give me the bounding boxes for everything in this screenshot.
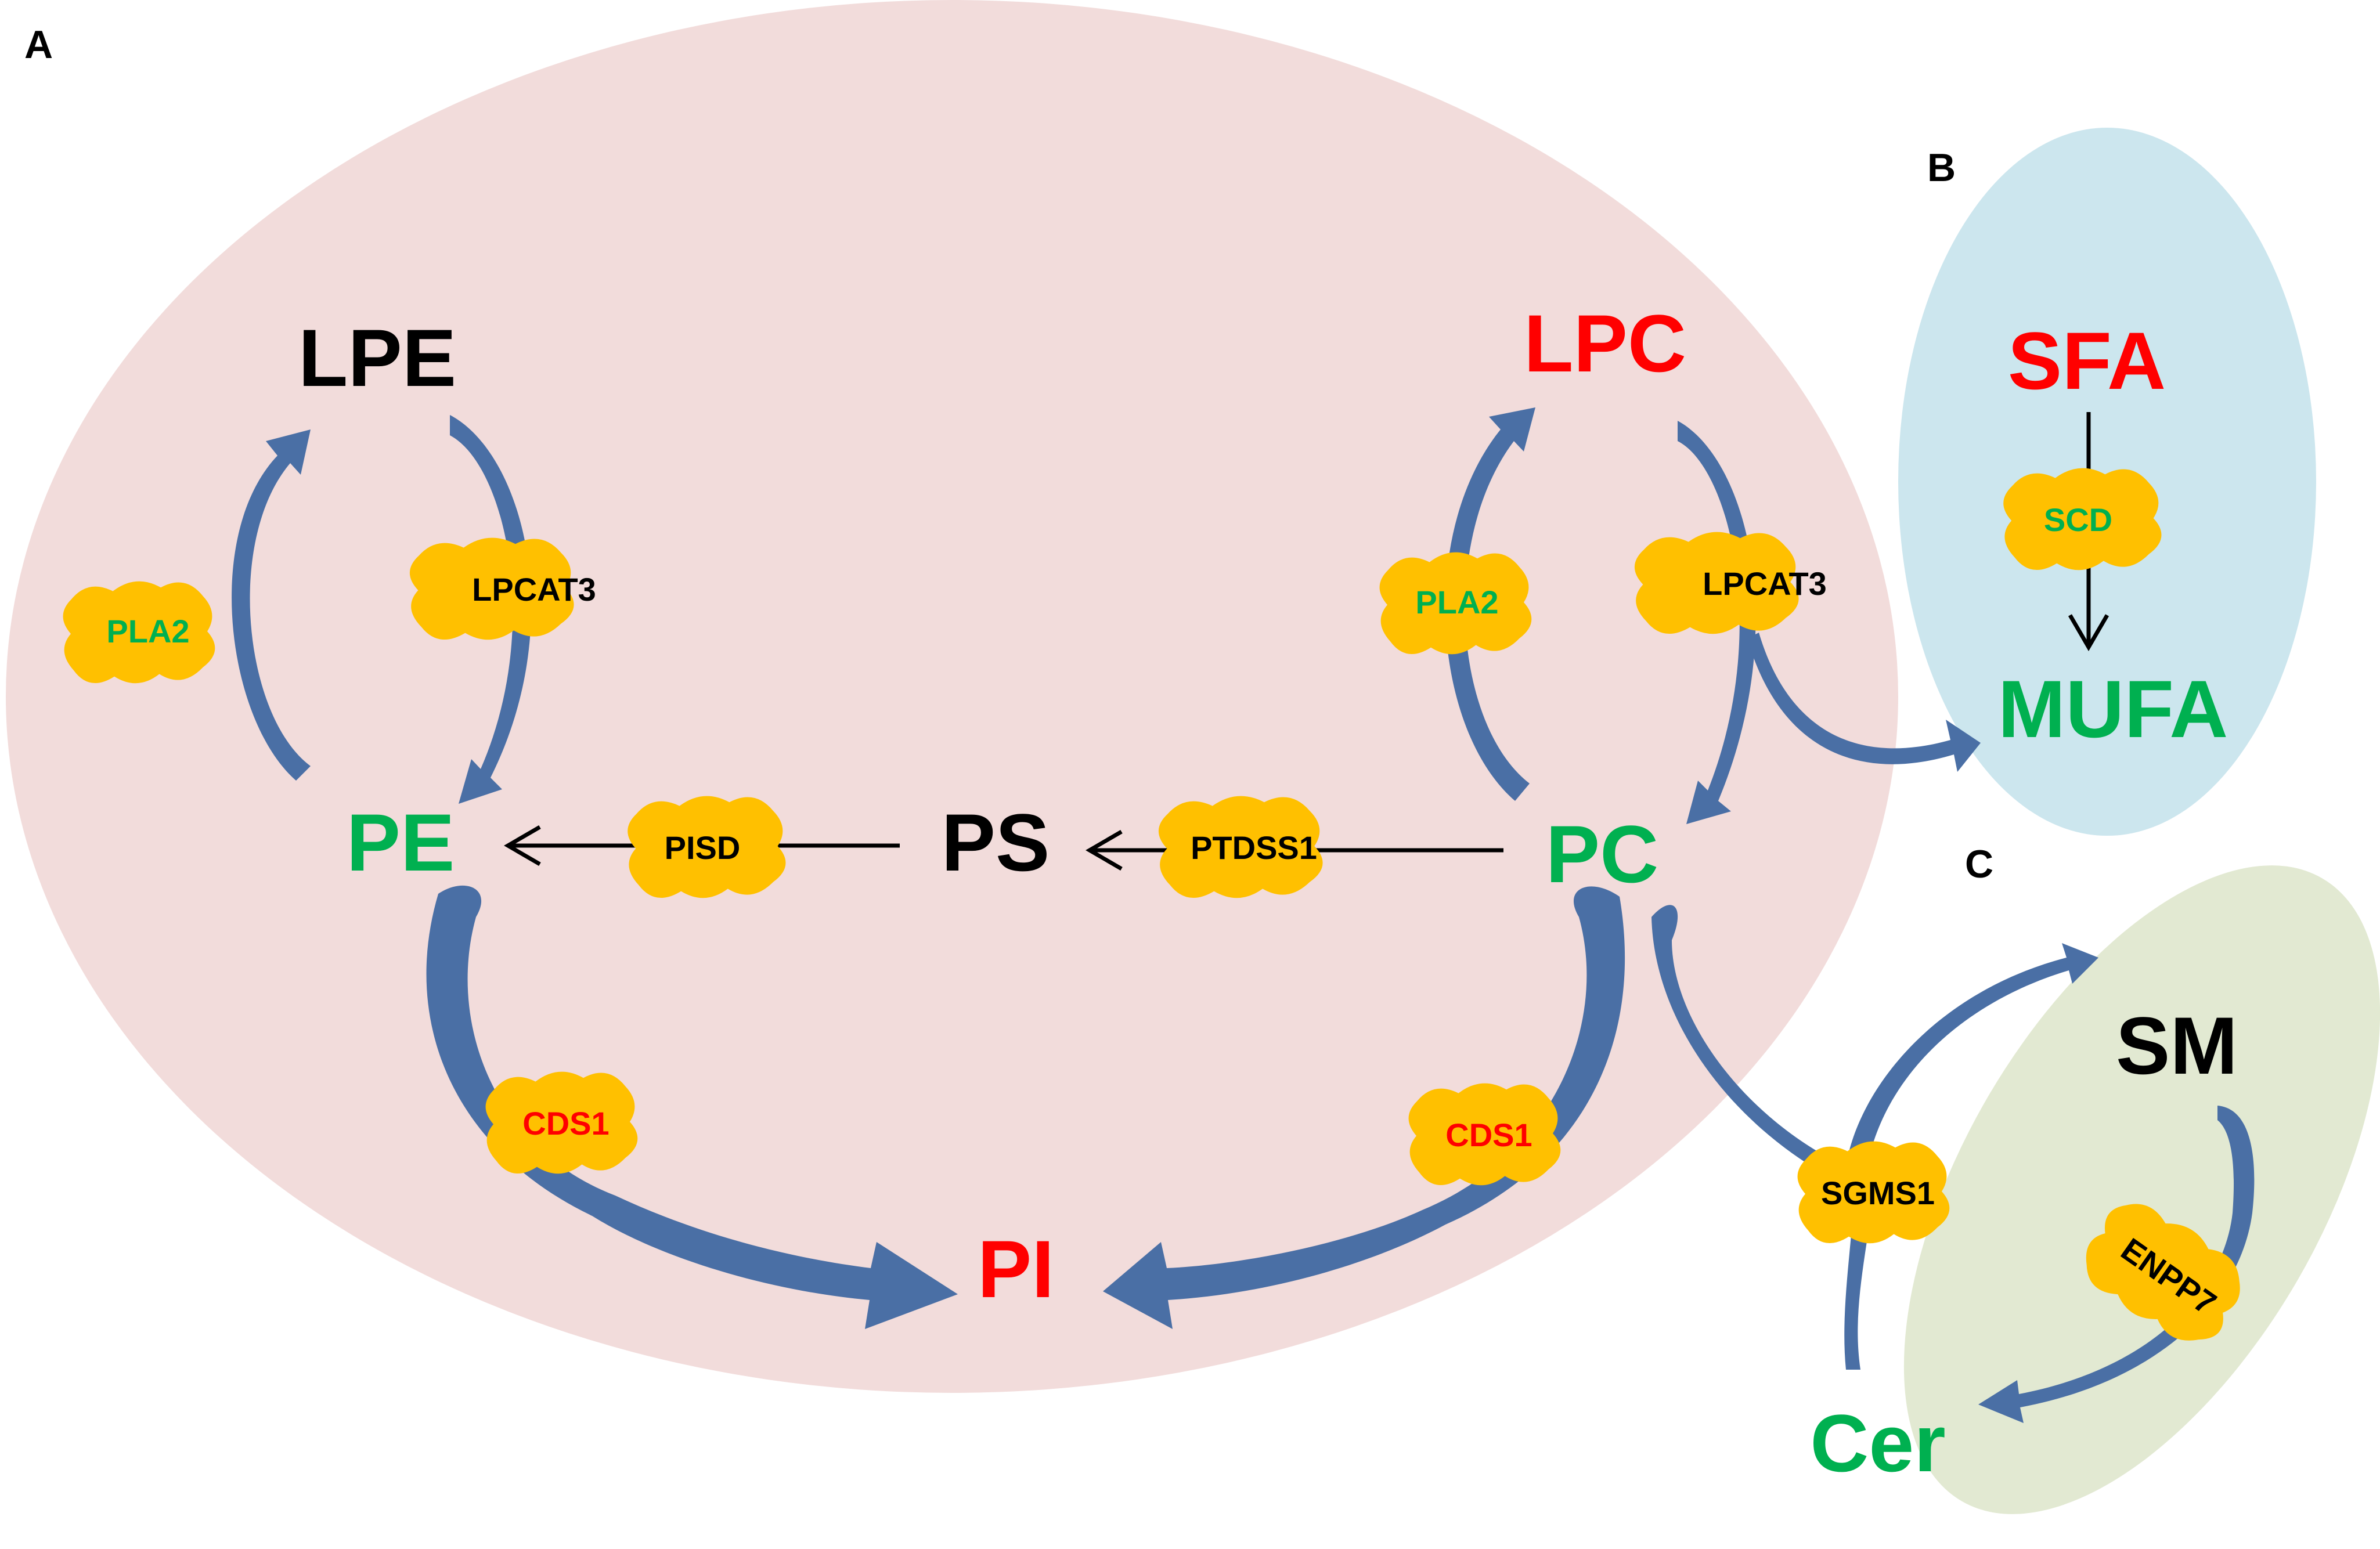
metabolite-ps: PS: [942, 797, 1050, 888]
enzyme-label-pla2-right: PLA2: [1415, 584, 1498, 620]
arrow-ps-to-pe-head: [504, 825, 541, 866]
arrow-sfa-to-mufa-head: [2068, 614, 2109, 651]
arrow-pc-to-ps-head: [1086, 829, 1123, 871]
enzyme-label-ptdss1: PTDSS1: [1191, 829, 1317, 866]
metabolite-pi: PI: [978, 1223, 1054, 1315]
enzyme-label-pla2-left: PLA2: [106, 613, 189, 649]
metabolite-sm: SM: [2116, 1000, 2238, 1091]
panel-label-a: A: [24, 23, 53, 67]
enzyme-label-scd: SCD: [2044, 501, 2112, 538]
enzyme-label-cds1-left: CDS1: [522, 1105, 609, 1142]
arrow-lpe-to-pe: [450, 415, 532, 804]
metabolite-sfa: SFA: [2008, 315, 2166, 406]
arrow-lpc-to-pc: [1678, 421, 1756, 824]
panel-c-background: [1903, 865, 2380, 1514]
panel-a-background: [6, 0, 1898, 1393]
arrow-pc-to-sm: [1651, 905, 2098, 1370]
panel-label-c: C: [1965, 842, 1993, 886]
enzyme-label-cds1-right: CDS1: [1445, 1117, 1532, 1153]
metabolite-cer: Cer: [1810, 1398, 1945, 1489]
metabolite-pe: PE: [347, 797, 455, 888]
metabolite-lpe: LPE: [298, 312, 456, 403]
arrow-sm-to-cer: [1978, 1106, 2255, 1423]
arrow-pe-to-lpe: [232, 429, 311, 781]
enzyme-label-lpcat3-right: LPCAT3: [1703, 565, 1827, 602]
enzyme-label-pisd: PISD: [665, 829, 741, 866]
arrow-pc-to-lpc: [1445, 407, 1535, 801]
enzyme-label-lpcat3-left: LPCAT3: [472, 571, 596, 608]
metabolite-pc: PC: [1546, 808, 1658, 900]
metabolite-mufa: MUFA: [1998, 663, 2228, 754]
panel-label-b: B: [1927, 146, 1956, 190]
arrow-pc-to-pi: [1103, 886, 1625, 1329]
arrow-pe-to-pi: [426, 885, 958, 1329]
enzyme-label-sgms1: SGMS1: [1821, 1175, 1935, 1211]
arrow-lpcat3-to-mufa: [1747, 633, 1981, 772]
metabolite-lpc: LPC: [1524, 298, 1686, 389]
